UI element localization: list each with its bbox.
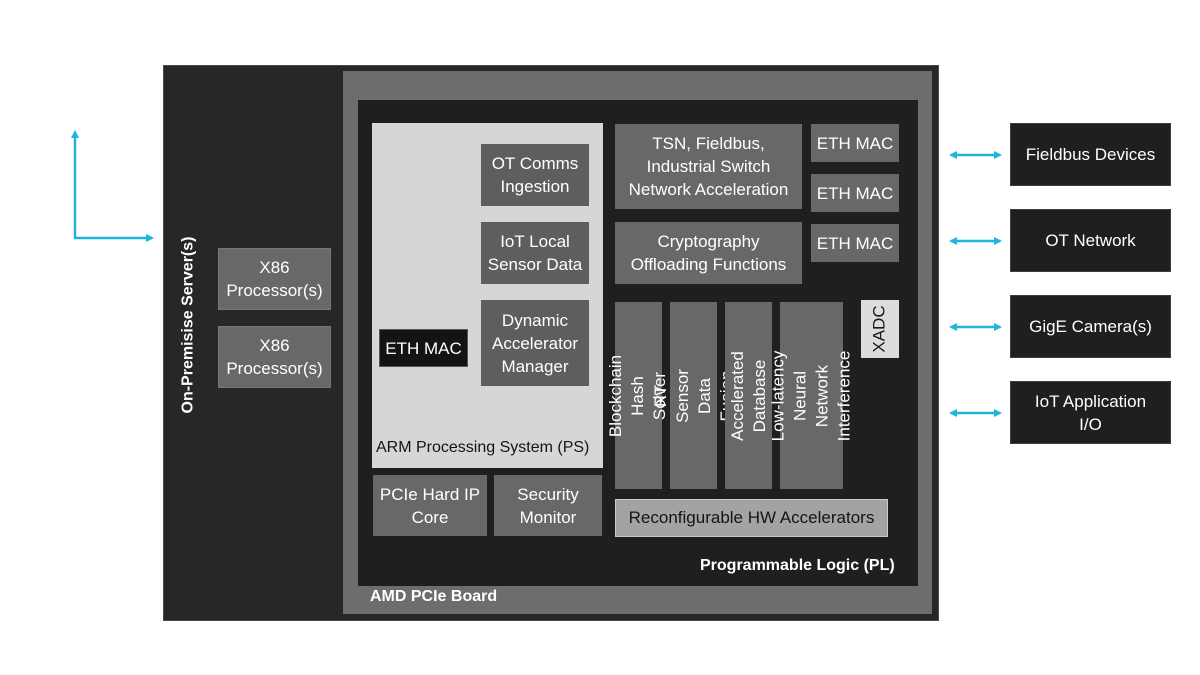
low-latency-neural-network: Low-latency Neural Network Interference [769, 302, 854, 489]
ps-eth-mac: ETH MAC [379, 329, 468, 367]
x86-processor-1: X86 Processor(s) [218, 248, 331, 310]
rt-sensor-data-fusion: RT Sensor Data Fusion [651, 302, 736, 489]
tsn-network-acceleration: TSN, Fieldbus, Industrial Switch Network… [615, 124, 802, 209]
server-label: On-Premisise Server(s) [179, 236, 197, 414]
pl-label: Programmable Logic (PL) [700, 557, 895, 574]
iot-local-sensor-data: IoT Local Sensor Data [481, 222, 589, 284]
eth-mac-1: ETH MAC [811, 124, 899, 162]
blockchain-hash-solver: Blockchain Hash Solver [607, 302, 670, 489]
security-monitor: Security Monitor [494, 475, 602, 536]
board-label: AMD PCIe Board [370, 588, 498, 605]
accelerated-database: Accelerated Database [725, 302, 772, 489]
ps-label: ARM Processing System (PS) [376, 439, 590, 456]
eth-mac-3: ETH MAC [811, 224, 899, 262]
iot-application-io: IoT Application I/O [1010, 381, 1171, 444]
dynamic-accelerator-manager: Dynamic Accelerator Manager [481, 300, 589, 386]
ot-comms-ingestion: OT Comms Ingestion [481, 144, 589, 206]
eth-mac-2: ETH MAC [811, 174, 899, 212]
fieldbus-devices: Fieldbus Devices [1010, 123, 1171, 186]
ot-network: OT Network [1010, 209, 1171, 272]
x86-processor-2: X86 Processor(s) [218, 326, 331, 388]
cryptography-offloading: Cryptography Offloading Functions [615, 222, 802, 284]
xadc-block: XADC [861, 300, 899, 358]
pcie-hard-ip-core: PCIe Hard IP Core [373, 475, 487, 536]
left-uplink-arrow [71, 130, 154, 242]
gige-cameras: GigE Camera(s) [1010, 295, 1171, 358]
reconfigurable-hw-accelerators: Reconfigurable HW Accelerators [615, 499, 888, 537]
